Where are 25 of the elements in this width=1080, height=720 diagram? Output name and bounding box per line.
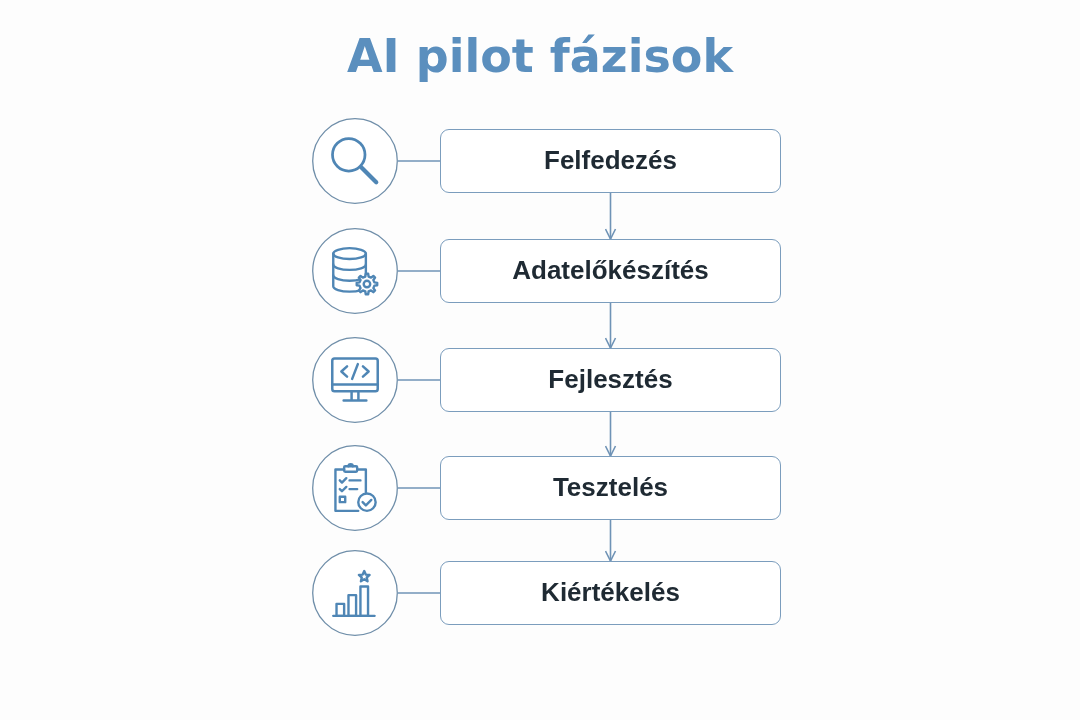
connector-line xyxy=(397,379,441,381)
phase-label: Adatelőkészítés xyxy=(512,255,709,287)
connector-line xyxy=(397,270,441,272)
icon-circle xyxy=(312,550,398,636)
connector-line xyxy=(397,160,441,162)
icon-circle xyxy=(312,228,398,314)
phase-label: Tesztelés xyxy=(552,472,669,504)
connector-line xyxy=(397,487,441,489)
phase-label: Fejlesztés xyxy=(548,364,673,396)
icon-circle xyxy=(312,445,398,531)
arrow xyxy=(604,519,617,562)
phase-label: Felfedezés xyxy=(544,145,677,177)
arrow xyxy=(604,192,617,240)
phase-box xyxy=(440,239,781,303)
title: AI pilot fázisok xyxy=(347,30,733,83)
icon-circle xyxy=(312,337,398,423)
phase-box xyxy=(440,348,781,412)
icon-circle xyxy=(312,118,398,204)
arrow xyxy=(604,411,617,457)
connector-line xyxy=(397,592,441,594)
phase-label: Kiértékelés xyxy=(541,577,680,609)
phase-box xyxy=(440,456,781,520)
arrow xyxy=(604,302,617,349)
phase-box xyxy=(440,129,781,193)
phase-box xyxy=(440,561,781,625)
